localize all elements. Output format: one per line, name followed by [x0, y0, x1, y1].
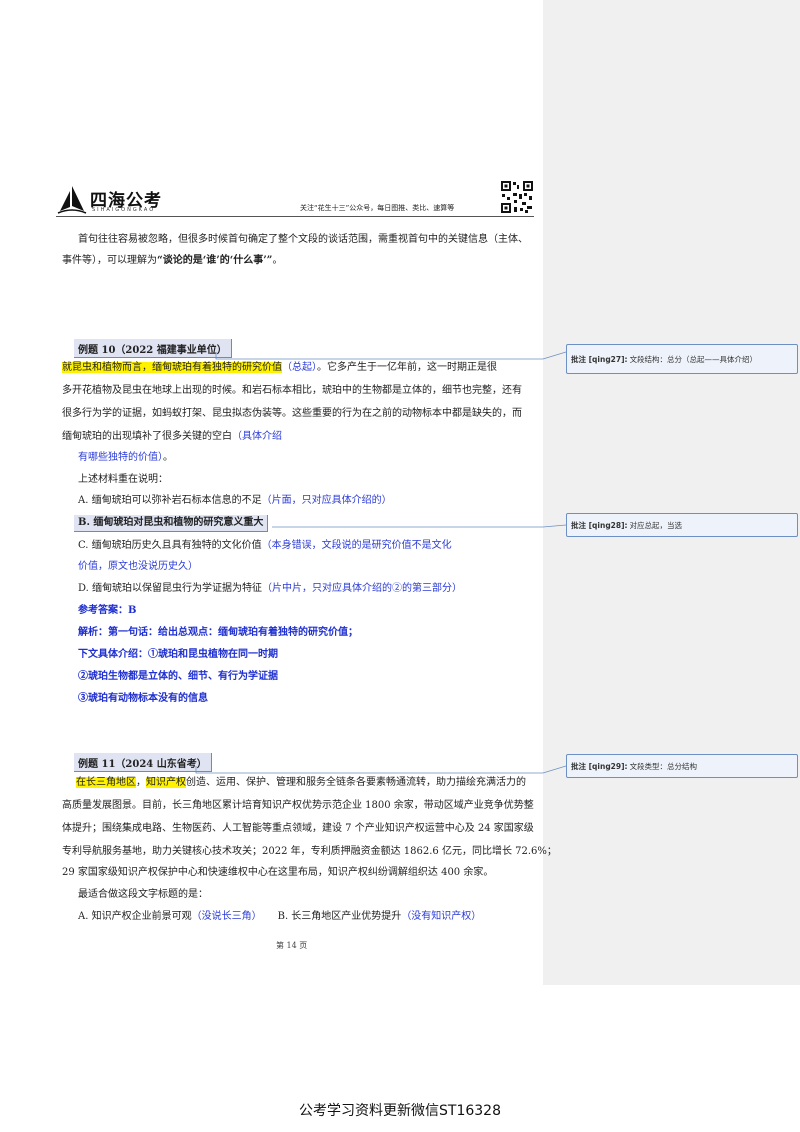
option-note: （本身错误，文段说的是研究价值不是文化 — [261, 540, 452, 551]
ex10-highlight: 就昆虫和植物而言，缅甸琥珀有着独特的研究价值 — [62, 362, 282, 373]
option-text: A. 知识产权企业前景可观 — [78, 911, 192, 922]
logo: 四海公考 SIHAIGONGKAO — [56, 185, 180, 217]
sail-logo-icon — [57, 186, 87, 214]
ex10-analysis-2: 下文具体介绍：①琥珀和昆虫植物在同一时期 — [78, 649, 278, 660]
comment-qing29[interactable]: 批注 [qing29]:文段类型：总分结构 — [566, 754, 798, 778]
comment-label: 批注 [qing27]: — [571, 354, 628, 364]
ex11-highlight: 知识产权 — [146, 777, 186, 788]
ex10-text: 缅甸琥珀的出现填补了很多关键的空白 — [62, 431, 232, 442]
ex10-question-stem: 上述材料重在说明： — [78, 474, 168, 485]
ex10-answer: 参考答案：B — [78, 605, 137, 616]
intro-emphasis: “谈论的是‘谁’的‘什么事’” — [157, 255, 273, 266]
ex11-para-line-1: 在长三角地区，知识产权创造、运用、保护、管理和服务全链条各要素畅通流转，助力描绘… — [76, 776, 526, 790]
comment-text: 文段结构：总分（总起——具体介绍） — [629, 354, 758, 364]
comment-label: 批注 [qing28]: — [571, 520, 628, 530]
ex10-analysis-4: ③琥珀有动物标本没有的信息 — [78, 693, 208, 704]
ex11-para-line-3: 体提升；围绕集成电路、生物医药、人工智能等重点领域，建设 7 个产业知识产权运营… — [62, 823, 534, 834]
footer-watermark: 公考学习资料更新微信ST16328 — [299, 1103, 501, 1119]
ex10-text: 。它多产生于一亿年前，这一时期正是很 — [317, 362, 497, 373]
ex10-para-line-1: 就昆虫和植物而言，缅甸琥珀有着独特的研究价值（总起）。它多产生于一亿年前，这一时… — [62, 361, 497, 375]
comment-text: 文段类型：总分结构 — [629, 761, 698, 771]
header-divider — [56, 216, 534, 217]
ex10-analysis-3: ②琥珀生物都是立体的、细节、有行为学证据 — [78, 671, 278, 682]
document-page — [0, 0, 543, 985]
header-note: 关注“花生十三”公众号，每日图推、类比、速算等 — [300, 204, 455, 212]
option-text: B. 长三角地区产业优势提升 — [277, 911, 402, 922]
qr-code-icon — [500, 180, 534, 214]
ex10-option-a: A. 缅甸琥珀可以弥补岩石标本信息的不足（片面，只对应具体介绍的） — [78, 494, 392, 508]
ex11-para-line-5: 29 家国家级知识产权保护中心和快速维权中心在这里布局，知识产权纠纷调解组织达 … — [62, 867, 494, 878]
ex11-text: ， — [136, 777, 146, 788]
intro-line-2: 事件等），可以理解为“谈论的是‘谁’的‘什么事’”。 — [62, 254, 282, 268]
page-number: 第 14 页 — [276, 941, 308, 950]
comment-pane — [543, 0, 800, 985]
option-note: （片面，只对应具体介绍的） — [261, 495, 392, 506]
example-11-title: 例题 11（2024 山东省考） — [74, 753, 212, 772]
option-note: （没有知识产权） — [401, 911, 482, 922]
intro-period: 。 — [272, 255, 283, 266]
ex10-option-d: D. 缅甸琥珀以保留昆虫行为学证据为特征（片中片，只对应具体介绍的②的第三部分） — [78, 582, 462, 596]
ex10-para-line-3: 很多行为学的证据，如蚂蚁打架、昆虫拟态伪装等。这些重要的行为在之前的动物标本中都… — [62, 408, 522, 419]
ex11-highlight: 在长三角地区 — [76, 777, 136, 788]
option-text: A. 缅甸琥珀可以弥补岩石标本信息的不足 — [78, 495, 262, 506]
ex10-analysis-1: 解析：第一句话：给出总观点：缅甸琥珀有着独特的研究价值； — [78, 627, 358, 638]
option-note: （片中片，只对应具体介绍的②的第三部分） — [262, 583, 463, 594]
logo-text: 四海公考 — [90, 191, 162, 211]
ex11-text: 创造、运用、保护、管理和服务全链条各要素畅通流转，助力描绘充满活力的 — [186, 777, 526, 788]
comment-qing28[interactable]: 批注 [qing28]:对应总起，当选 — [566, 513, 798, 537]
ex10-note-detail: （具体介绍 — [232, 431, 282, 442]
ex11-para-line-2: 高质量发展图景。目前，长三角地区累计培育知识产权优势示范企业 1800 余家，带… — [62, 800, 534, 811]
comment-label: 批注 [qing29]: — [571, 761, 628, 771]
option-note: （没说长三角） — [191, 911, 262, 922]
ex10-para-line-4: 缅甸琥珀的出现填补了很多关键的空白（具体介绍 — [62, 430, 282, 444]
ex11-question-stem: 最适合做这段文字标题的是： — [78, 889, 208, 900]
ex10-option-c-cont: 价值，原文也没说历史久） — [78, 560, 198, 574]
comment-qing27[interactable]: 批注 [qing27]:文段结构：总分（总起——具体介绍） — [566, 344, 798, 374]
option-note: 价值，原文也没说历史久） — [78, 561, 198, 572]
ex10-note-general: （总起） — [282, 362, 317, 373]
logo-subtext: SIHAIGONGKAO — [92, 207, 156, 213]
ex10-option-c: C. 缅甸琥珀历史久且具有独特的文化价值（本身错误，文段说的是研究价值不是文化 — [78, 539, 452, 553]
intro-line-1: 首句往往容易被忽略，但很多时候首句确定了整个文段的谈话范围，需重视首句中的关键信… — [78, 234, 528, 245]
ex10-note-detail-cont: 有哪些独特的价值） — [78, 452, 163, 463]
ex10-text: 。 — [163, 452, 173, 463]
ex11-para-line-4: 专利导航服务基地，助力关键核心技术攻关；2022 年，专利质押融资金额达 186… — [62, 846, 557, 857]
comment-text: 对应总起，当选 — [629, 520, 683, 530]
option-text: B. 缅甸琥珀对昆虫和植物的研究意义重大 — [78, 517, 264, 528]
ex10-para-line-2: 多开花植物及昆虫在地球上出现的时候。和岩石标本相比，琥珀中的生物都是立体的，细节… — [62, 385, 522, 396]
intro-text: 事件等），可以理解为 — [62, 255, 157, 266]
option-text: C. 缅甸琥珀历史久且具有独特的文化价值 — [78, 540, 262, 551]
example-10-title: 例题 10（2022 福建事业单位） — [74, 339, 232, 358]
ex10-option-b: B. 缅甸琥珀对昆虫和植物的研究意义重大 — [74, 515, 269, 532]
ex11-options: A. 知识产权企业前景可观（没说长三角） B. 长三角地区产业优势提升（没有知识产… — [78, 910, 481, 924]
ex10-para-line-5: 有哪些独特的价值）。 — [62, 451, 173, 465]
option-text: D. 缅甸琥珀以保留昆虫行为学证据为特征 — [78, 583, 263, 594]
